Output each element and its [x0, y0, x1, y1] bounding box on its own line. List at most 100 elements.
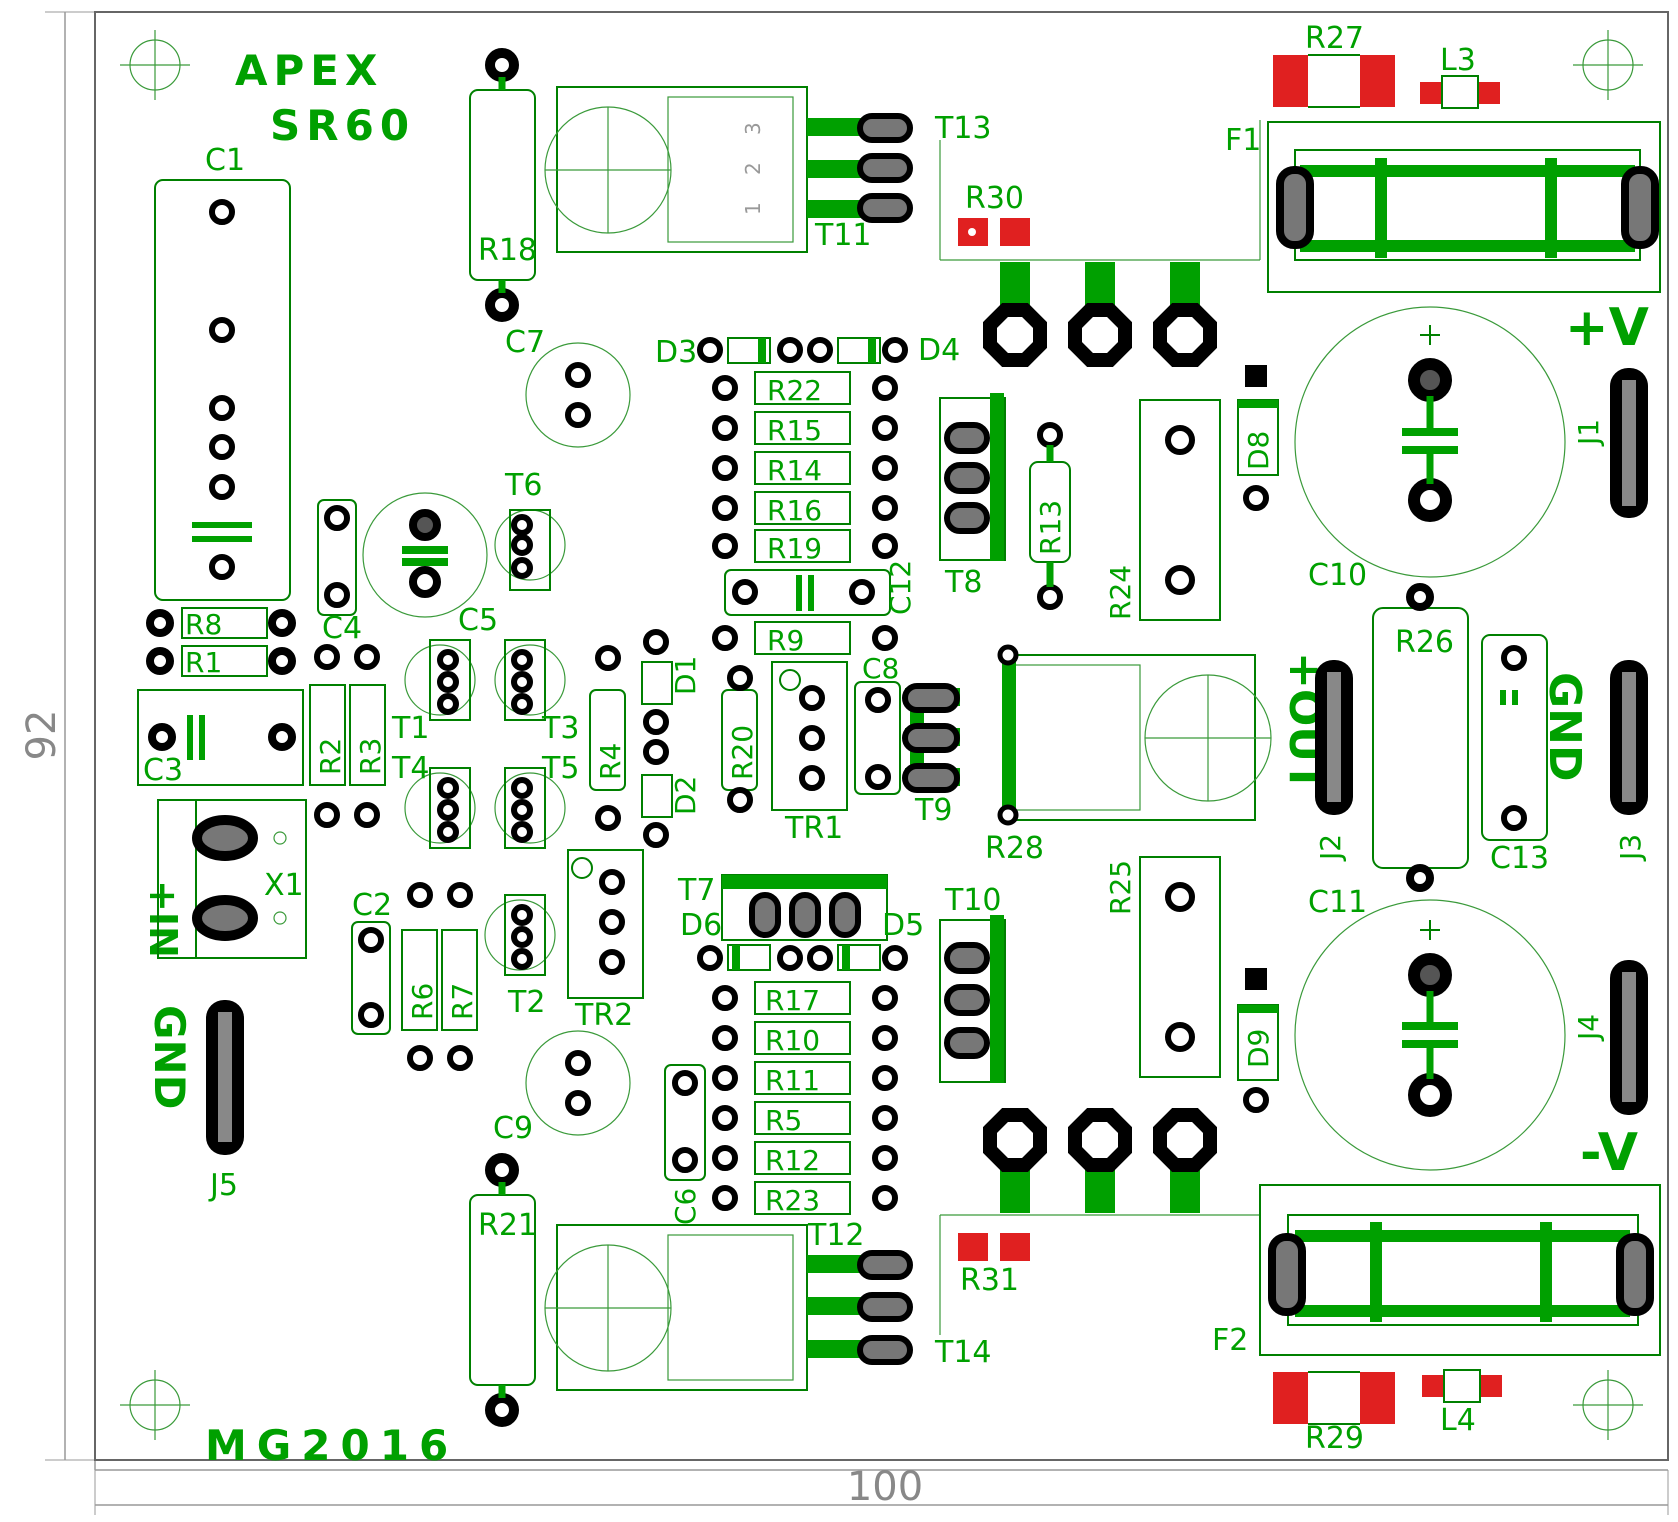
l3-label: L3	[1440, 43, 1476, 78]
t4-label: T4	[391, 751, 429, 786]
d8-diode	[1237, 365, 1279, 511]
mounting-holes	[120, 30, 1643, 1440]
pos-supply-label: +V	[1565, 298, 1649, 358]
r9-resistor	[712, 621, 898, 655]
d1-diode	[641, 629, 673, 735]
r12-label: R12	[765, 1144, 820, 1177]
t9-transistor	[902, 644, 1272, 826]
t3-transistor	[494, 639, 566, 721]
board-outline	[94, 11, 1669, 1461]
c8-label: C8	[862, 652, 899, 685]
j4-connector	[1610, 960, 1648, 1115]
c6-capacitor	[664, 1064, 706, 1181]
c10-capacitor	[1294, 306, 1566, 578]
d6-label: D6	[680, 908, 722, 943]
r1-label: R1	[185, 646, 222, 679]
t2-transistor	[484, 894, 556, 976]
tr1-trimmer	[771, 661, 848, 811]
r25-label: R25	[1104, 860, 1137, 915]
t1-transistor	[404, 639, 476, 721]
d3-d4-diodes	[697, 337, 908, 364]
t8-label: T8	[944, 565, 982, 600]
f1-label: F1	[1225, 123, 1261, 158]
r8-label: R8	[185, 608, 222, 641]
r24-resistor	[1139, 399, 1221, 621]
l3-led	[1420, 75, 1500, 109]
d1-label: D1	[669, 656, 702, 695]
c5-label: C5	[458, 603, 498, 638]
t13-power-pads	[939, 120, 1261, 367]
j5-connector	[206, 1000, 244, 1155]
r5-label: R5	[765, 1104, 802, 1137]
r8-resistor	[146, 607, 296, 639]
d2-label: D2	[669, 776, 702, 815]
f2-label: F2	[1212, 1323, 1248, 1358]
d5-label: D5	[882, 908, 924, 943]
c7-label: C7	[505, 325, 545, 360]
r25-resistor	[1139, 856, 1221, 1078]
board-width-label: 100	[847, 1464, 923, 1510]
c2-label: C2	[352, 888, 392, 923]
r26-resistor	[1372, 583, 1469, 892]
c4-capacitor	[317, 499, 357, 616]
r11-label: R11	[765, 1064, 820, 1097]
r2-resistor	[309, 644, 346, 828]
d8-label: D8	[1242, 431, 1275, 470]
x1-label: X1	[264, 868, 304, 903]
r23-label: R23	[765, 1184, 820, 1217]
r18-label: R18	[478, 233, 537, 268]
r9-label: R9	[767, 624, 804, 657]
t8-transistor	[939, 393, 1006, 561]
c6-label: C6	[669, 1188, 702, 1225]
c1-label: C1	[205, 143, 245, 178]
d4-label: D4	[918, 333, 960, 368]
c2-capacitor	[351, 921, 391, 1035]
j2-label: J2	[1314, 834, 1347, 862]
upper-resistor-bank	[712, 371, 898, 563]
r22-label: R22	[767, 374, 822, 407]
j2-connector	[1315, 660, 1353, 815]
c1-capacitor	[154, 179, 291, 601]
t14-power-pads	[939, 1108, 1261, 1335]
r6-resistor	[401, 882, 438, 1071]
j3-label: J3	[1614, 834, 1647, 862]
d9-label: D9	[1242, 1029, 1275, 1068]
j3-connector	[1610, 660, 1648, 815]
r13-label: R13	[1034, 500, 1067, 555]
r31-label: R31	[960, 1263, 1019, 1298]
r17-label: R17	[765, 984, 820, 1017]
t11-label: T11	[814, 218, 872, 253]
r29-label: R29	[1305, 1421, 1364, 1456]
t6-transistor	[494, 509, 566, 591]
t10-label: T10	[944, 883, 1002, 918]
x1-terminal-block	[157, 799, 307, 959]
d6-d5-diodes	[697, 944, 908, 971]
r20-label: R20	[726, 725, 759, 780]
lower-resistor-bank	[712, 981, 898, 1215]
t11-pin1: 1	[741, 202, 765, 215]
board-title-apex: APEX	[235, 46, 383, 95]
r16-label: R16	[767, 494, 822, 527]
c9-capacitor	[525, 1030, 631, 1136]
t14-label: T14	[934, 1335, 992, 1370]
d3-label: D3	[655, 335, 697, 370]
r30-smd	[958, 218, 1030, 246]
t4-transistor	[404, 767, 476, 849]
j4-label: J4	[1572, 1014, 1605, 1042]
r4-resistor	[589, 645, 626, 831]
t6-label: T6	[504, 468, 542, 503]
c3-label: C3	[143, 753, 183, 788]
t5-transistor	[494, 767, 566, 849]
c12-capacitor	[724, 569, 891, 616]
t11-pin3: 3	[741, 122, 765, 135]
t1-label: T1	[391, 711, 429, 746]
r29-smd	[1273, 1371, 1395, 1425]
d9-diode	[1237, 968, 1279, 1113]
f1-fuse	[1267, 121, 1661, 293]
c7-capacitor	[525, 342, 631, 448]
board-title-sr60: SR60	[270, 101, 415, 150]
tr1-label: TR1	[784, 811, 843, 846]
r7-label: R7	[446, 983, 479, 1020]
r1-resistor	[146, 645, 296, 677]
t13-label: T13	[934, 111, 992, 146]
